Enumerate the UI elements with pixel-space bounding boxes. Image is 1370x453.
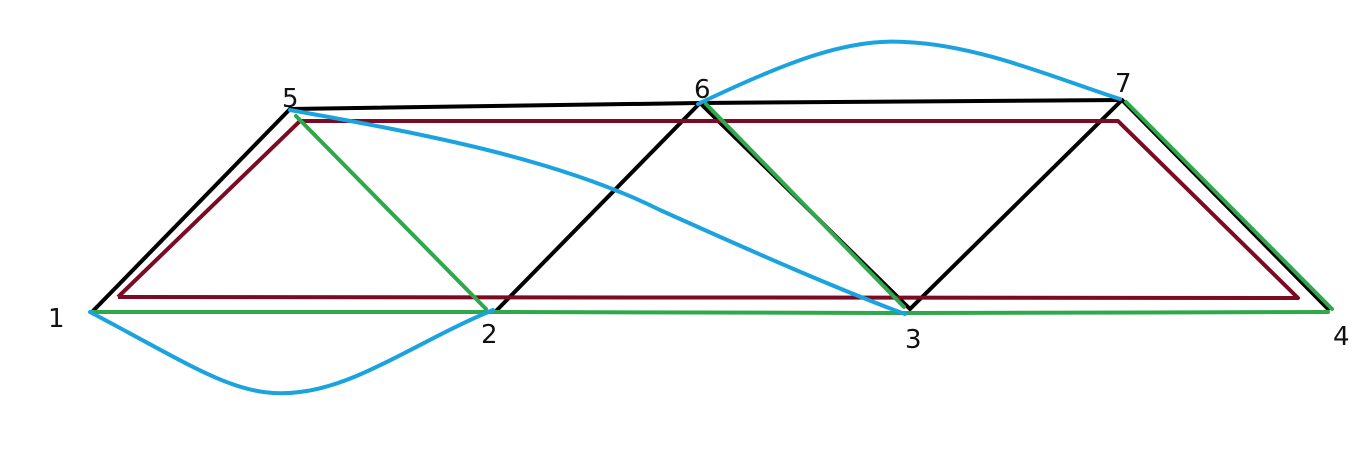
- edge-7-4-green: [1124, 100, 1334, 311]
- edge-5-6-black: [288, 101, 702, 111]
- node-label-4: 4: [1333, 322, 1350, 352]
- node-label-5: 5: [282, 84, 299, 114]
- black-edges: [90, 98, 1330, 314]
- node-label-6: 6: [694, 75, 711, 105]
- edge-3-4-green: [908, 310, 1330, 315]
- edge-3-7-black: [908, 98, 1124, 311]
- edge-5-2-green: [294, 114, 488, 311]
- green-edges: [90, 100, 1334, 315]
- edge-5-3-blue-curve: [288, 108, 907, 316]
- edge-2-3-green: [486, 310, 912, 315]
- node-labels: 1 2 3 4 5 6 7: [48, 69, 1350, 355]
- edge-1-5-black: [90, 107, 292, 314]
- edge-2-6-black: [495, 101, 702, 312]
- edge-6-3-green: [704, 102, 906, 309]
- blue-edges: [88, 39, 1122, 396]
- edge-6-7-black: [698, 98, 1124, 105]
- edge-6-7-blue-curve: [696, 39, 1122, 106]
- node-label-7: 7: [1115, 69, 1132, 99]
- maroon-cycle: [116, 119, 1300, 300]
- edge-1-2-blue-curve: [88, 308, 495, 396]
- node-label-3: 3: [905, 325, 922, 355]
- node-label-2: 2: [481, 320, 498, 350]
- maroon-edges: [116, 119, 1300, 300]
- node-label-1: 1: [48, 304, 65, 334]
